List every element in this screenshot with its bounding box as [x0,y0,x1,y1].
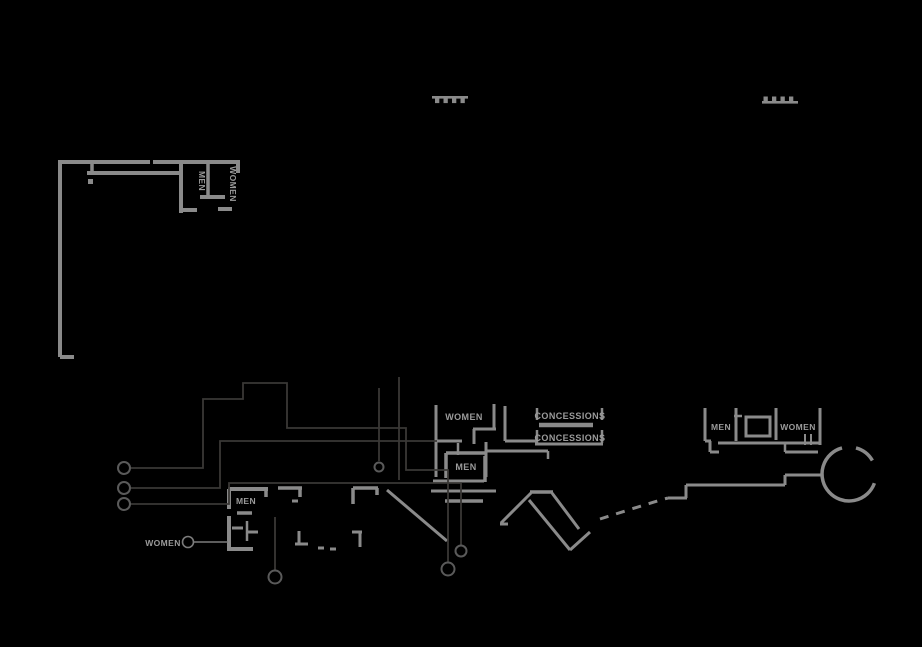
ramp [499,490,592,552]
leader-line [130,482,462,545]
east-men-label: MEN [711,422,731,432]
stage-men-label: MEN [236,496,256,506]
callout-circle [373,461,385,473]
callout-circle [440,561,456,577]
callout-circles [117,461,468,585]
callout-circle [117,481,131,495]
pavilion-arc-main [820,446,877,503]
diagonal-wall [386,488,448,543]
interior-wall [295,531,308,546]
central-women-label: WOMEN [445,412,483,422]
central-men-label: MEN [455,462,476,472]
stage-house [227,486,448,551]
tier-tooth [460,98,465,104]
women-callout [181,535,228,549]
storage-room [744,415,772,438]
tier-tooth [780,96,785,102]
leader-line [130,382,449,562]
ramp-down-outer [550,492,581,530]
tier-bar [432,96,468,99]
entry-step [705,439,719,454]
seating-tier-marker-west [432,96,468,104]
callout-circle [117,461,131,475]
wall-dash [318,546,324,550]
stage-wall-bracket [351,486,379,504]
tier-bar [762,101,798,104]
tier-tooth [772,96,777,102]
ramp-down-inner [527,499,572,551]
circular-pavilion [820,446,877,503]
callout-circle [117,497,131,511]
dashed-path [599,496,669,521]
upper-women-label: WOMEN [228,166,238,202]
tier-tooth [452,98,457,104]
callout-leaders [130,377,462,570]
interior-wall [352,530,362,547]
seating-tier-marker-east [762,96,798,104]
concessions-upper-label: CONCESSIONS [535,411,606,421]
east-women-label: WOMEN [780,422,816,432]
wall-dash [330,547,336,551]
leader-line [130,440,437,489]
ramp-turn [568,530,592,552]
tier-tooth [763,96,768,102]
tier-tooth [789,96,794,102]
upper-left-building [58,160,240,359]
upper-men-label: MEN [197,171,207,191]
walkway-walls [599,473,823,521]
pavilion-arc-ne [855,446,874,462]
ramp-up [499,491,533,525]
concessions-stand [535,408,604,446]
walkway-wall [668,473,823,500]
stage-women-label: WOMEN [145,538,181,548]
callout-circle [267,569,283,585]
stage-wall-bracket [278,486,302,497]
east-building [703,408,822,454]
callout-circle [454,544,468,558]
concessions-lower-label: CONCESSIONS [535,433,606,443]
tier-tooth [443,98,448,104]
column-dot [88,179,93,184]
callout-circle [181,535,195,549]
tier-tooth [435,98,440,104]
